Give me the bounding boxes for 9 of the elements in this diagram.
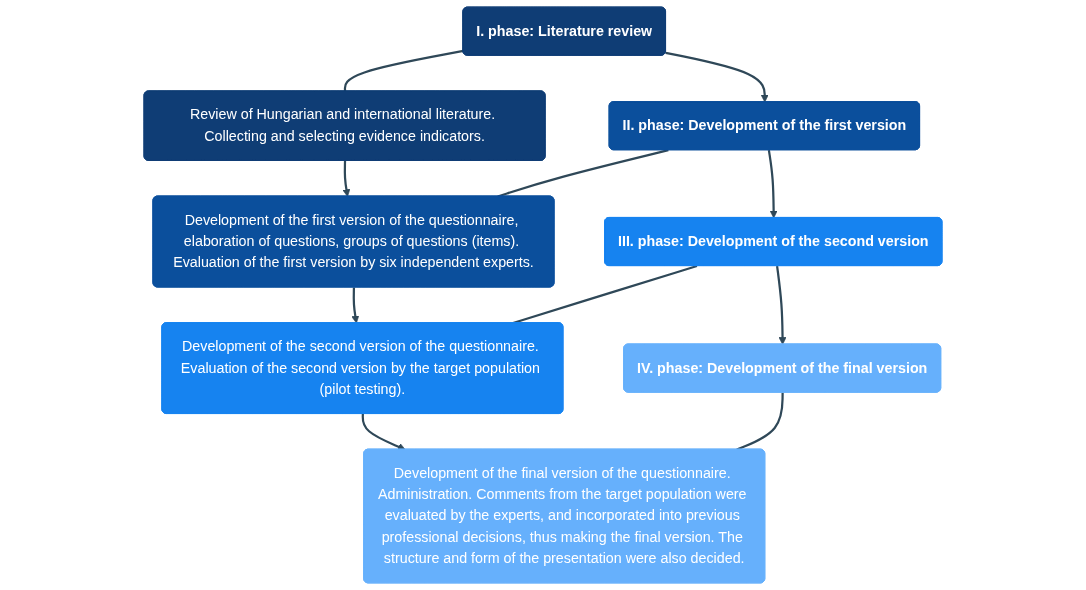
connector bbox=[343, 49, 464, 92]
arrow bbox=[776, 265, 787, 345]
connector bbox=[497, 149, 669, 198]
connector bbox=[736, 392, 784, 451]
arrow bbox=[342, 160, 351, 197]
arrow bbox=[665, 51, 769, 103]
arrow bbox=[361, 413, 406, 451]
arrow bbox=[767, 150, 778, 219]
arrow bbox=[351, 287, 360, 324]
